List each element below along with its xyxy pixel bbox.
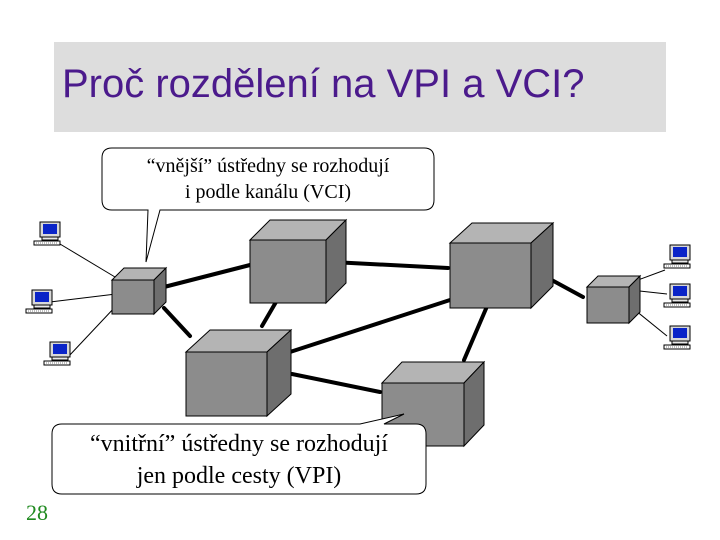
computer-icon [43,341,71,366]
switch-icon [110,266,168,316]
callout-inner-line2: jen podle cesty (VPI) [136,463,342,489]
computer-icon [663,244,691,269]
callout-outer-line2: i podle kanálu (VCI) [184,181,352,203]
computer-icon [25,289,53,314]
slide-number: 28 [26,500,48,525]
computer-icon [663,283,691,308]
switch-icon [448,221,555,310]
callout-inner-bubble [51,413,427,495]
computer-icon [663,325,691,350]
computer-icon [33,221,61,246]
slide-title: Proč rozdělení na VPI a VCI? [62,62,585,106]
title-bar: Proč rozdělení na VPI a VCI? [54,42,666,132]
switch-icon [248,218,348,305]
callout-inner-line1: “vnitřní” ústředny se rozhodují [90,431,388,457]
switch-icon [184,328,293,418]
callout-outer-bubble [101,147,435,263]
callout-outer-text: “vnější” ústředny se rozhodují i podle k… [104,153,432,205]
callout-outer-line1: “vnější” ústředny se rozhodují [146,155,390,177]
switch-icon [585,274,642,325]
callout-inner-text: “vnitřní” ústředny se rozhodují jen podl… [50,428,428,492]
